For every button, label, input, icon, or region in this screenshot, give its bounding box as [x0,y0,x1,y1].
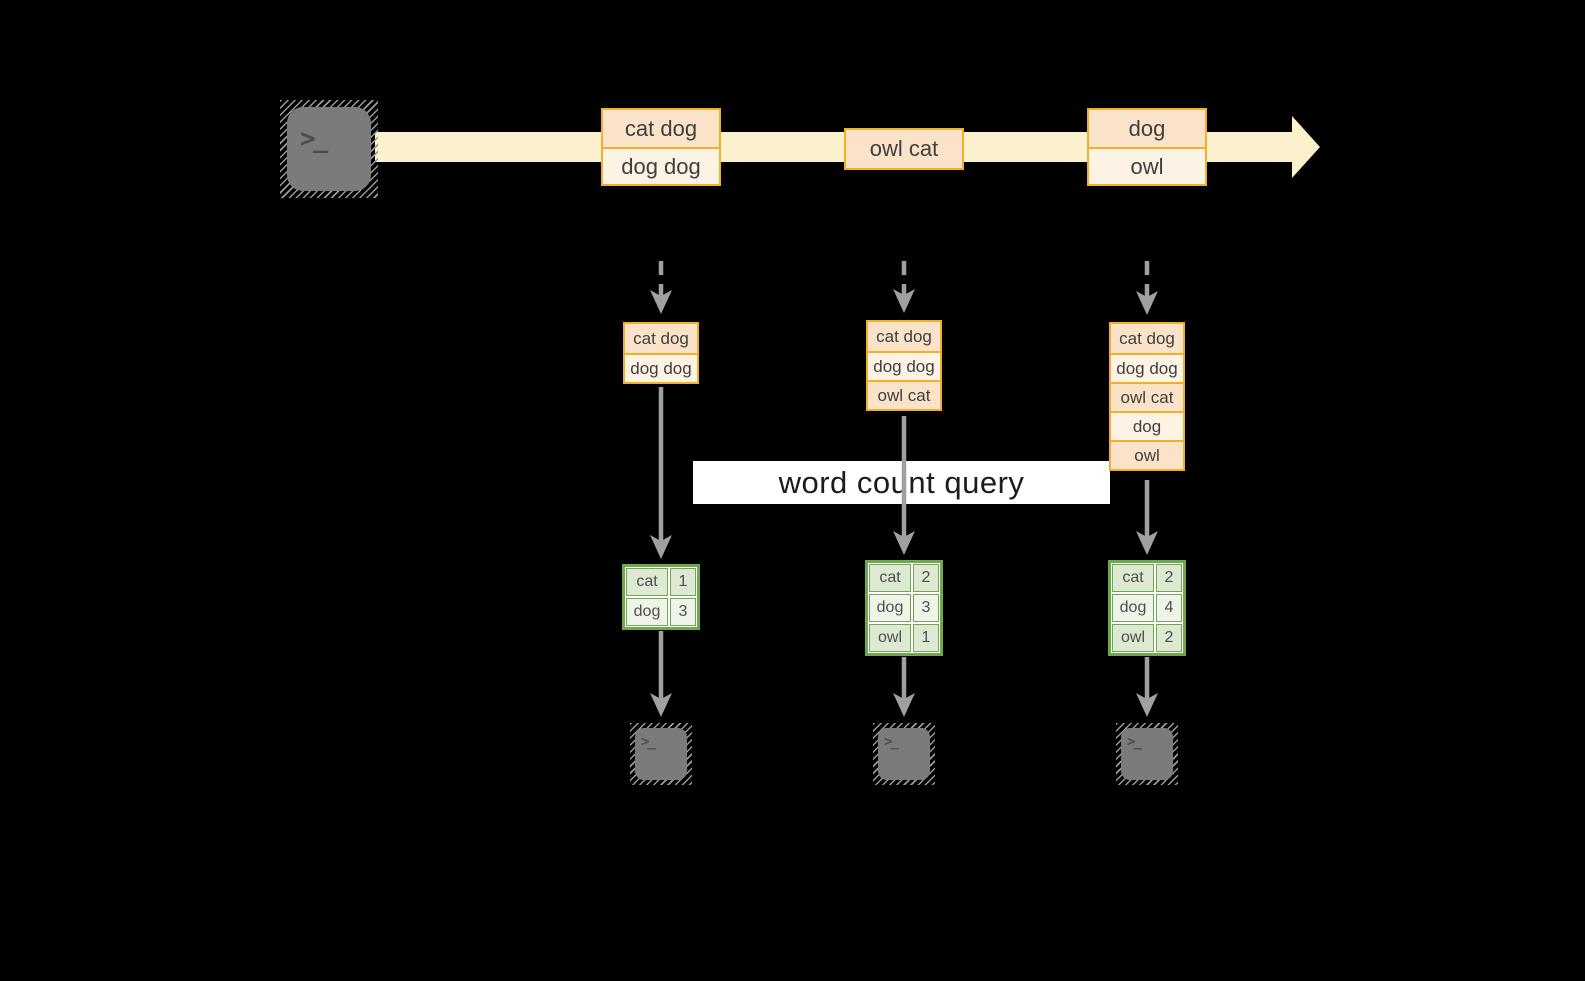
stream-message: owl cat [846,130,962,168]
count-cell: 2 [913,564,939,592]
word-cell: cat [626,568,668,596]
snapshot-message: dog dog [625,353,697,382]
snapshot-stack: cat dog dog dog [623,322,699,384]
word-cell: dog [1112,594,1154,622]
count-cell: 3 [670,598,696,626]
stream-message: dog dog [603,147,719,184]
stream-message: dog [1089,110,1205,147]
word-cell: cat [869,564,911,592]
word-cell: owl [869,624,911,652]
terminal-icon: >_ [873,723,935,785]
snapshot-message: dog [1111,411,1183,440]
count-cell: 1 [913,624,939,652]
snapshot-message: dog dog [868,351,940,380]
word-cell: dog [626,598,668,626]
terminal-prompt-glyph: >_ [300,124,328,154]
word-cell: dog [869,594,911,622]
query-label-band: word count query [693,461,1110,504]
word-cell: cat [1112,564,1154,592]
snapshot-stack: cat dog dog dog owl cat [866,320,942,411]
snapshot-message: owl cat [1111,382,1183,411]
count-cell: 4 [1156,594,1182,622]
count-cell: 3 [913,594,939,622]
word-cell: owl [1112,624,1154,652]
query-label: word count query [778,464,1025,500]
terminal-icon: >_ [630,723,692,785]
count-cell: 1 [670,568,696,596]
terminal-prompt-glyph: >_ [884,734,899,750]
stream-message: owl [1089,147,1205,184]
stream-message-group: owl cat [844,128,964,170]
terminal-body [1121,728,1173,780]
snapshot-stack: cat dog dog dog owl cat dog owl [1109,322,1185,471]
snapshot-message: cat dog [868,322,940,351]
snapshot-message: owl [1111,440,1183,469]
terminal-icon: >_ [1116,723,1178,785]
count-cell: 2 [1156,624,1182,652]
count-cell: 2 [1156,564,1182,592]
terminal-body [287,107,371,191]
stream-message: cat dog [603,110,719,147]
word-count-table: cat 1 dog 3 [622,564,700,630]
word-count-table: cat 2 dog 3 owl 1 [865,560,943,656]
snapshot-message: dog dog [1111,353,1183,382]
stream-message-group: cat dog dog dog [601,108,721,186]
terminal-body [878,728,930,780]
terminal-icon: >_ [280,100,378,198]
word-count-table: cat 2 dog 4 owl 2 [1108,560,1186,656]
snapshot-message: cat dog [625,324,697,353]
snapshot-message: owl cat [868,380,940,409]
stream-message-group: dog owl [1087,108,1207,186]
terminal-prompt-glyph: >_ [1127,734,1142,750]
terminal-body [635,728,687,780]
terminal-prompt-glyph: >_ [641,734,656,750]
snapshot-message: cat dog [1111,324,1183,353]
